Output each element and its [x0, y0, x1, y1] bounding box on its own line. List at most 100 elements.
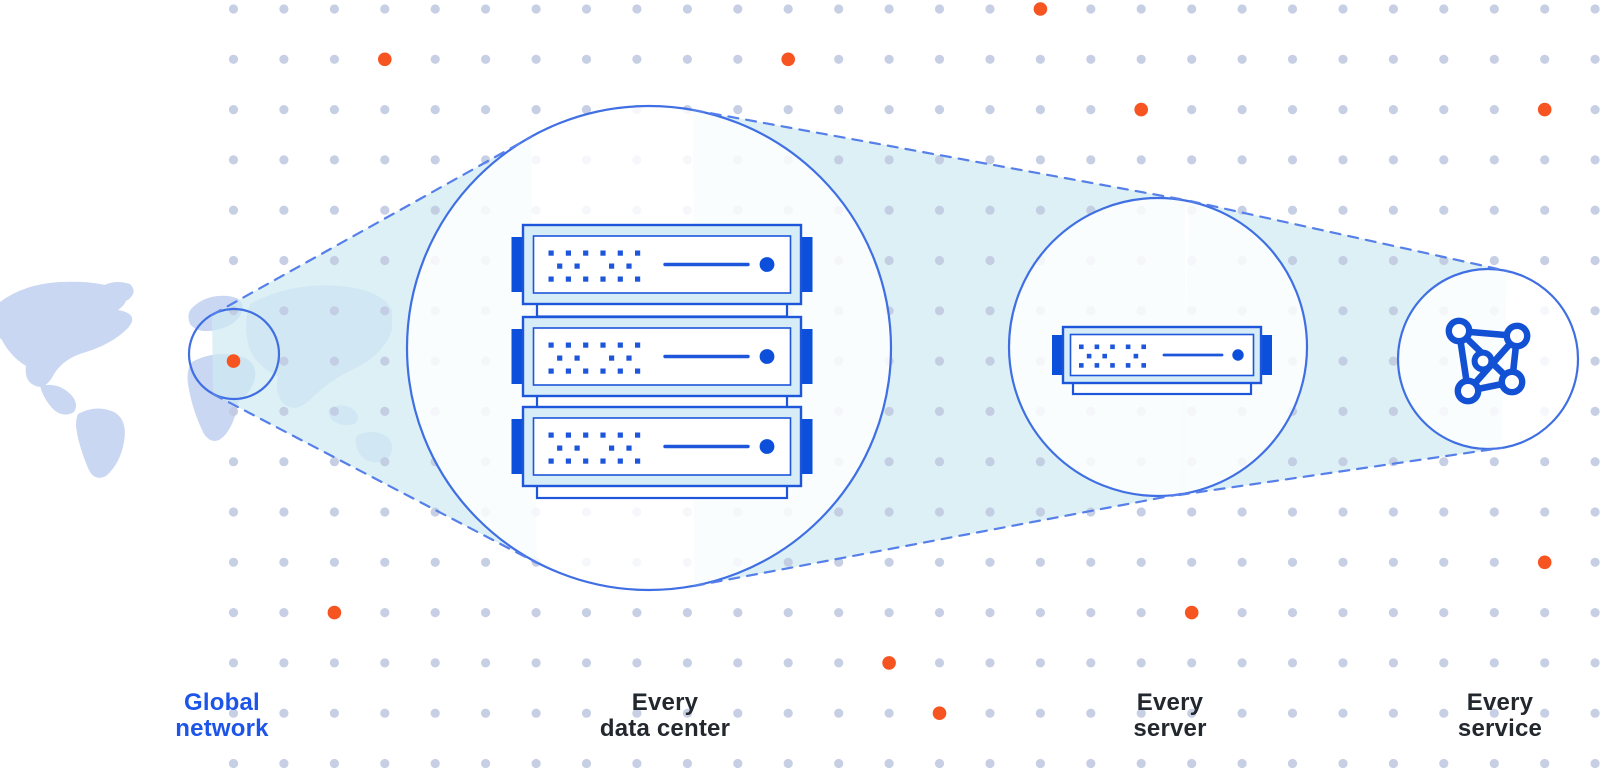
grid-dot — [380, 608, 390, 618]
server-base — [1071, 381, 1253, 396]
grid-dot — [279, 557, 289, 567]
grid-dot — [279, 255, 289, 266]
grid-dot — [1237, 507, 1247, 517]
grid-dot — [1287, 457, 1298, 467]
grid-dot — [985, 658, 995, 668]
grid-dot — [884, 758, 894, 769]
grid-dot — [1439, 507, 1449, 517]
vent-dot — [574, 355, 580, 361]
grid-dot-orange — [226, 354, 241, 368]
vent-dot — [617, 458, 623, 464]
grid-dot — [581, 708, 592, 718]
dashed-line-map-dc-bottom — [211, 392, 539, 565]
grid-dot — [329, 406, 339, 416]
grid-dot — [985, 255, 995, 266]
label-every-service-line2: service — [1457, 715, 1543, 742]
grid-dot — [1388, 4, 1398, 14]
grid-dot — [430, 105, 440, 115]
grid-dot — [733, 758, 743, 769]
server-face — [532, 327, 792, 386]
grid-dot — [1489, 4, 1499, 14]
grid-dot — [1237, 155, 1247, 165]
grid-dot — [783, 557, 793, 567]
grid-dot — [1086, 658, 1096, 668]
grid-dot — [783, 658, 793, 668]
grid-dot — [934, 306, 945, 316]
grid-dot — [1035, 457, 1045, 467]
grid-dot — [1237, 105, 1247, 115]
grid-dot — [228, 54, 239, 64]
grid-dot — [279, 507, 289, 517]
map-central-america — [40, 384, 76, 415]
grid-dot — [1388, 708, 1398, 718]
grid-dot-orange — [1537, 102, 1552, 117]
grid-dot — [228, 155, 239, 165]
grid-dot — [934, 406, 945, 416]
grid-dot — [1590, 356, 1600, 366]
vent-dot — [583, 458, 589, 464]
grid-dot — [531, 105, 541, 115]
grid-dot — [783, 708, 793, 718]
grid-dot — [279, 708, 289, 718]
grid-dot — [380, 105, 390, 115]
grid-dot — [1136, 507, 1146, 517]
grid-dot — [632, 608, 642, 618]
grid-dot — [1287, 255, 1298, 266]
grid-dot-orange — [1184, 605, 1199, 620]
grid-dot — [1086, 4, 1096, 14]
vent-dot — [1133, 353, 1139, 359]
server-tab-left — [511, 329, 523, 384]
grid-dot — [1237, 54, 1247, 64]
grid-dot — [1338, 758, 1348, 769]
grid-dot — [430, 658, 440, 668]
grid-dot — [329, 205, 339, 215]
grid-dot — [632, 758, 642, 769]
grid-dot — [1338, 406, 1348, 416]
vent-dot — [635, 432, 641, 438]
grid-dot — [985, 406, 995, 416]
grid-dot — [1086, 155, 1096, 165]
grid-dot — [985, 4, 995, 14]
vent-dot — [626, 445, 632, 451]
grid-dot — [279, 608, 289, 618]
vent-dot — [565, 276, 571, 282]
grid-dot — [884, 557, 894, 567]
grid-dot — [329, 4, 339, 14]
grid-dot — [632, 708, 642, 718]
vent-dot — [617, 342, 623, 348]
grid-dot — [228, 205, 239, 215]
label-every-server-line2: server — [1133, 715, 1207, 742]
grid-dot — [531, 54, 541, 64]
vent-dot — [600, 276, 606, 282]
vent-dot — [548, 250, 554, 256]
grid-dot — [1439, 105, 1449, 115]
grid-dot — [1338, 255, 1348, 266]
grid-dot — [783, 608, 793, 618]
grid-dot — [834, 54, 844, 64]
grid-dot — [430, 155, 440, 165]
grid-dot — [228, 306, 239, 316]
grid-dot — [682, 608, 693, 618]
grid-dot — [1237, 557, 1247, 567]
grid-dot — [1338, 4, 1348, 14]
grid-dot — [228, 105, 239, 115]
grid-dot — [1338, 507, 1348, 517]
grid-dot — [1388, 105, 1398, 115]
grid-dot — [1338, 457, 1348, 467]
grid-dot — [228, 708, 239, 718]
vent-dot — [574, 263, 580, 269]
grid-dot — [1086, 758, 1096, 769]
grid-dot — [1540, 155, 1550, 165]
grid-dot — [1489, 457, 1499, 467]
grid-dot — [884, 255, 894, 266]
vent-dot — [565, 458, 571, 464]
mesh-node — [1503, 322, 1531, 350]
label-every-service-line1: Every — [1466, 689, 1534, 716]
grid-dot — [329, 557, 339, 567]
grid-dot — [733, 105, 743, 115]
grid-dot — [682, 758, 693, 769]
grid-dot — [985, 205, 995, 215]
grid-dot — [884, 4, 894, 14]
led-dot — [759, 349, 775, 364]
